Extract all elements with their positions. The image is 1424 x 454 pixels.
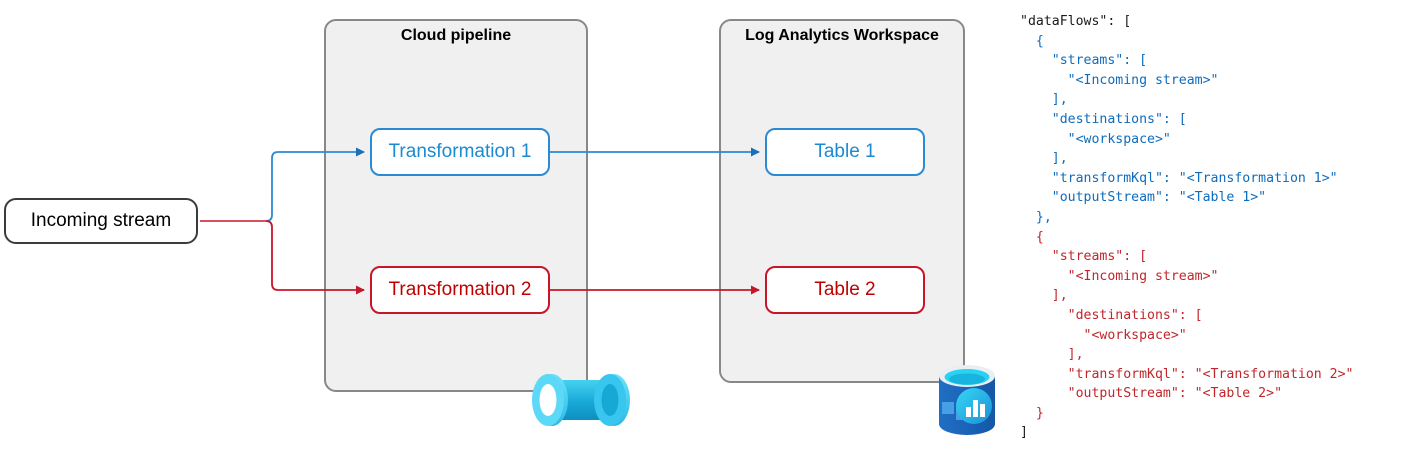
group-log-analytics-workspace-title: Log Analytics Workspace	[745, 27, 939, 44]
node-transformation-2-label: Transformation 2	[388, 278, 532, 300]
node-transformation-1[interactable]: Transformation 1	[370, 128, 550, 176]
code-line: "<Incoming stream>"	[1020, 268, 1219, 284]
node-table-1[interactable]: Table 1	[765, 128, 925, 176]
code-line: "streams": [	[1020, 249, 1148, 265]
node-table-1-label: Table 1	[814, 140, 876, 162]
code-line: },	[1020, 209, 1052, 225]
code-line: {	[1020, 33, 1044, 49]
node-table-2-label: Table 2	[814, 278, 876, 300]
code-line: "<workspace>"	[1020, 327, 1187, 343]
code-line: "destinations": [	[1020, 111, 1187, 127]
code-line: "<workspace>"	[1020, 131, 1171, 147]
group-log-analytics-workspace: Log Analytics Workspace	[719, 19, 965, 383]
code-line: {	[1020, 229, 1044, 245]
code-line: "outputStream": "<Table 2>"	[1020, 386, 1283, 402]
node-transformation-1-label: Transformation 1	[388, 140, 532, 162]
code-line: ],	[1020, 347, 1084, 363]
code-line: "outputStream": "<Table 1>"	[1020, 190, 1267, 206]
code-line: ],	[1020, 92, 1068, 108]
node-table-2[interactable]: Table 2	[765, 266, 925, 314]
node-incoming-stream-label: Incoming stream	[30, 209, 172, 231]
code-line: "transformKql": "<Transformation 2>"	[1020, 366, 1354, 382]
code-line: "destinations": [	[1020, 307, 1203, 323]
group-cloud-pipeline-title: Cloud pipeline	[400, 27, 512, 44]
code-line: ],	[1020, 288, 1068, 304]
node-transformation-2[interactable]: Transformation 2	[370, 266, 550, 314]
node-incoming-stream[interactable]: Incoming stream	[4, 198, 198, 244]
code-line: "transformKql": "<Transformation 1>"	[1020, 170, 1338, 186]
code-line: ]	[1020, 425, 1028, 441]
code-line: }	[1020, 405, 1044, 421]
code-line: "dataFlows": [	[1020, 14, 1132, 29]
datacollection-rule-json: "dataFlows": [ { "streams": [ "<Incoming…	[1020, 12, 1420, 443]
code-line: "<Incoming stream>"	[1020, 72, 1219, 88]
pipeline-icon	[522, 362, 644, 434]
code-line: "streams": [	[1020, 53, 1148, 69]
group-cloud-pipeline: Cloud pipeline	[324, 19, 588, 392]
log-analytics-workspace-icon	[928, 362, 1006, 444]
code-line: ],	[1020, 151, 1068, 167]
